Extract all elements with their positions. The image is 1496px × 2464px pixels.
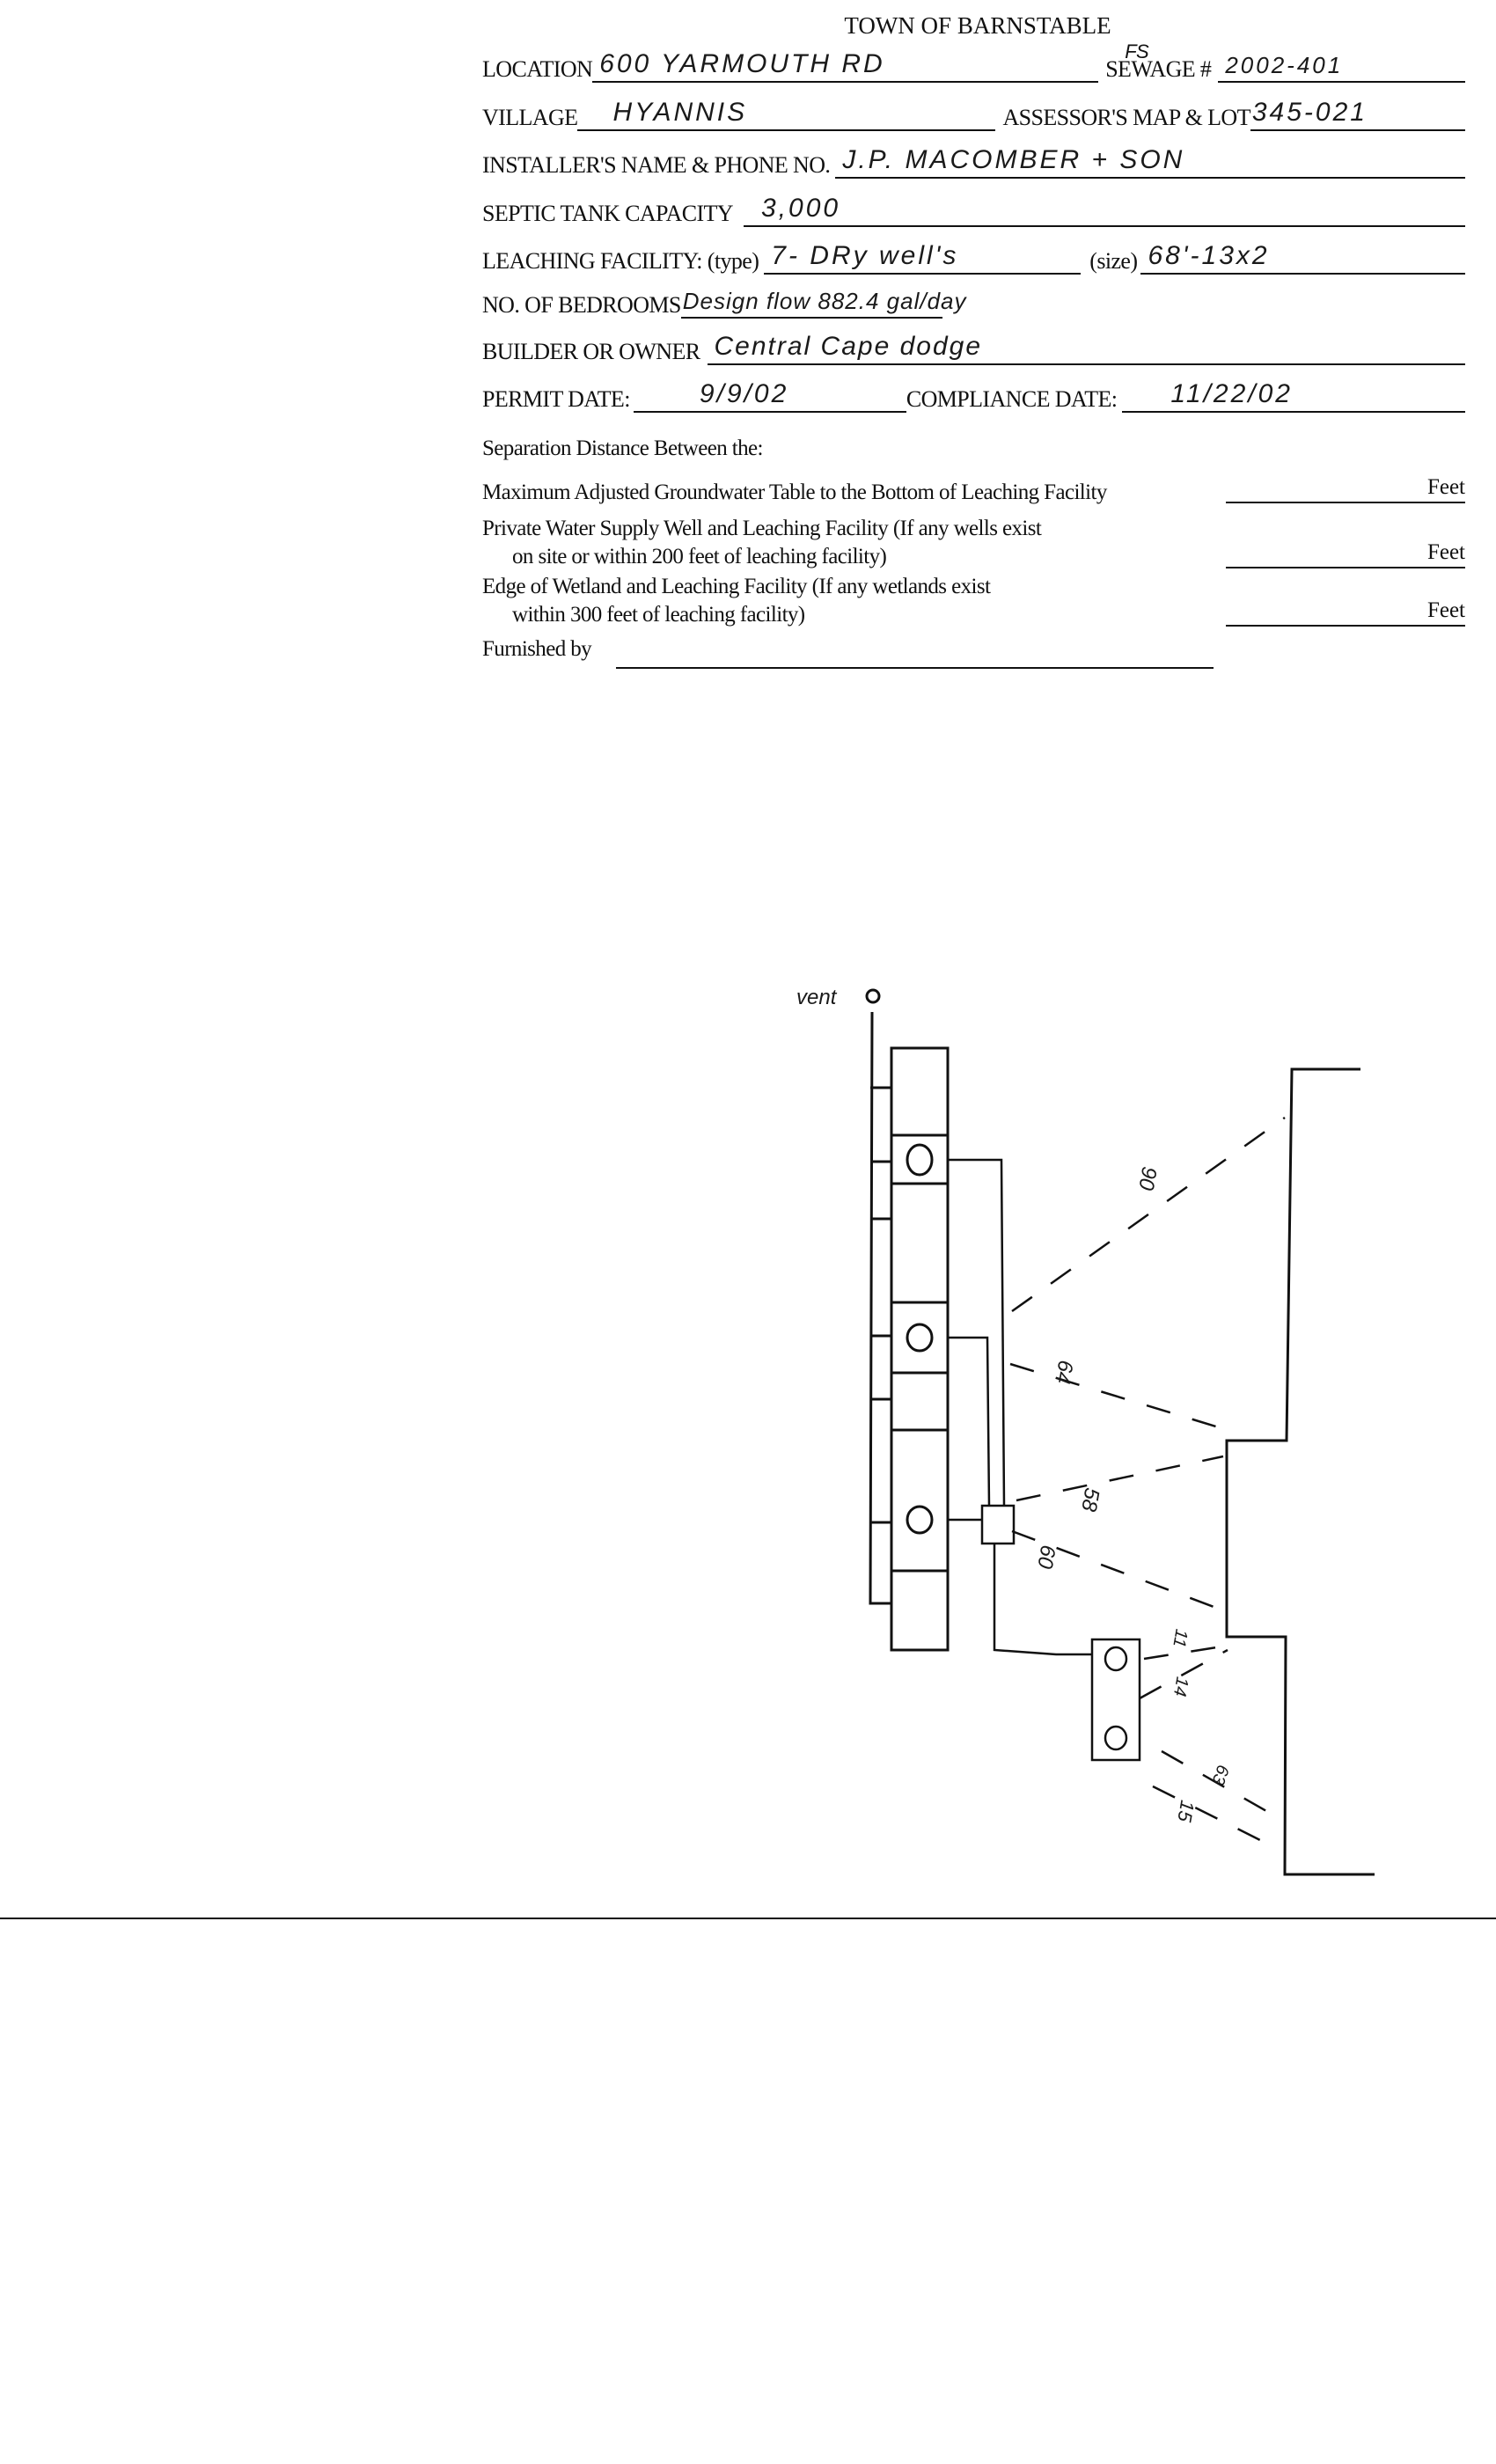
village-value: HYANNIS <box>612 98 748 127</box>
permit-date-field[interactable]: 9/9/02 <box>633 379 906 413</box>
leaching-label: LEACHING FACILITY: (type) <box>482 248 759 274</box>
owner-value: Central Cape dodge <box>714 332 983 361</box>
size-field[interactable]: 68'-13x2 <box>1140 241 1465 275</box>
village-label: VILLAGE <box>482 105 578 130</box>
feet-unit: Feet <box>1426 475 1465 499</box>
bedrooms-field[interactable]: Design flow 882.4 gal/day <box>680 288 966 319</box>
feet-unit: Feet <box>1426 540 1465 564</box>
permit-date-label: PERMIT DATE: <box>482 386 630 412</box>
separation-groundwater-label: Maximum Adjusted Groundwater Table to th… <box>482 480 1107 504</box>
pipes <box>948 1158 1141 1762</box>
leaching-type-field[interactable]: 7- DRy well's <box>764 241 1082 275</box>
distance-label: 64 <box>1050 1358 1078 1386</box>
furnished-by-label: Furnished by <box>482 637 592 661</box>
wetland-feet-field[interactable]: Feet <box>1226 598 1465 627</box>
distance-dashes <box>1009 1116 1286 1845</box>
distance-label: 58 <box>1076 1485 1104 1514</box>
property-lines <box>1225 1067 1375 1876</box>
separation-well-label: Private Water Supply Well and Leaching F… <box>482 517 1042 540</box>
bedrooms-label: NO. OF BEDROOMS <box>482 292 681 318</box>
sewage-note: FS <box>1125 40 1149 62</box>
distance-label: 14 <box>1169 1675 1192 1698</box>
location-row: LOCATION 600 YARMOUTH RD SEWAGE #FS 2002… <box>482 40 1465 83</box>
tank-field[interactable]: 3,000 <box>743 194 1465 227</box>
size-label: (size) <box>1089 248 1138 274</box>
leaching-trench <box>869 1011 950 1652</box>
map-lot-field[interactable]: 345-021 <box>1250 98 1465 131</box>
compliance-date-value: 11/22/02 <box>1170 379 1293 408</box>
vent-label: vent <box>796 986 837 1009</box>
location-label: LOCATION <box>482 56 593 82</box>
installer-value: J.P. MACOMBER + SON <box>842 145 1185 174</box>
tank-label: SEPTIC TANK CAPACITY <box>482 201 734 226</box>
distance-label: 11 <box>1169 1627 1192 1649</box>
distance-label: 15 <box>1173 1798 1199 1824</box>
feet-unit: Feet <box>1426 598 1465 622</box>
tank-box <box>1090 1638 1141 1762</box>
separation-wetland-label-2: within 300 feet of leaching facility) <box>512 603 805 627</box>
size-value: 68'-13x2 <box>1148 241 1270 270</box>
permit-date-value: 9/9/02 <box>699 379 789 408</box>
installer-label: INSTALLER'S NAME & PHONE NO. <box>482 152 831 178</box>
leaching-type-value: 7- DRy well's <box>771 241 959 270</box>
well-feet-field[interactable]: Feet <box>1226 540 1465 568</box>
map-lot-label: ASSESSOR'S MAP & LOT <box>1002 105 1250 130</box>
dry-well-icons <box>865 988 934 1535</box>
groundwater-feet-field[interactable]: Feet <box>1226 475 1465 503</box>
compliance-date-label: COMPLIANCE DATE: <box>906 386 1118 412</box>
distance-label: 60 <box>1032 1543 1060 1571</box>
compliance-date-field[interactable]: 11/22/02 <box>1122 379 1465 413</box>
sewage-field[interactable]: 2002-401 <box>1218 52 1465 83</box>
village-row: VILLAGE HYANNIS ASSESSOR'S MAP & LOT 345… <box>482 98 1465 131</box>
form-title: TOWN OF BARNSTABLE <box>844 12 1111 39</box>
map-lot-value: 345-021 <box>1251 98 1368 127</box>
owner-row: BUILDER OR OWNER Central Cape dodge <box>482 332 1465 365</box>
owner-field[interactable]: Central Cape dodge <box>707 332 1465 365</box>
installer-field[interactable]: J.P. MACOMBER + SON <box>835 145 1465 179</box>
distance-label: 90 <box>1133 1164 1162 1192</box>
separation-well-label-2: on site or within 200 feet of leaching f… <box>512 545 887 568</box>
furnished-by-field[interactable] <box>616 641 1214 669</box>
tank-row: SEPTIC TANK CAPACITY 3,000 <box>482 194 1465 227</box>
village-field[interactable]: HYANNIS <box>577 98 996 131</box>
sewage-label: SEWAGE #FS <box>1105 40 1212 82</box>
leaching-row: LEACHING FACILITY: (type) 7- DRy well's … <box>482 241 1465 275</box>
separation-heading: Separation Distance Between the: <box>482 436 763 460</box>
tank-value: 3,000 <box>760 194 841 223</box>
separation-wetland-label: Edge of Wetland and Leaching Facility (I… <box>482 575 991 598</box>
location-field[interactable]: 600 YARMOUTH RD <box>592 49 1099 83</box>
sewage-value: 2002-401 <box>1225 52 1344 78</box>
installer-row: INSTALLER'S NAME & PHONE NO. J.P. MACOMB… <box>482 145 1465 179</box>
dates-row: PERMIT DATE: 9/9/02 COMPLIANCE DATE: 11/… <box>482 379 1465 413</box>
bedrooms-row: NO. OF BEDROOMS Design flow 882.4 gal/da… <box>482 288 1465 319</box>
distribution-box <box>980 1504 1016 1545</box>
owner-label: BUILDER OR OWNER <box>482 339 700 364</box>
bedrooms-value: Design flow 882.4 gal/day <box>682 288 967 314</box>
location-value: 600 YARMOUTH RD <box>599 49 885 78</box>
